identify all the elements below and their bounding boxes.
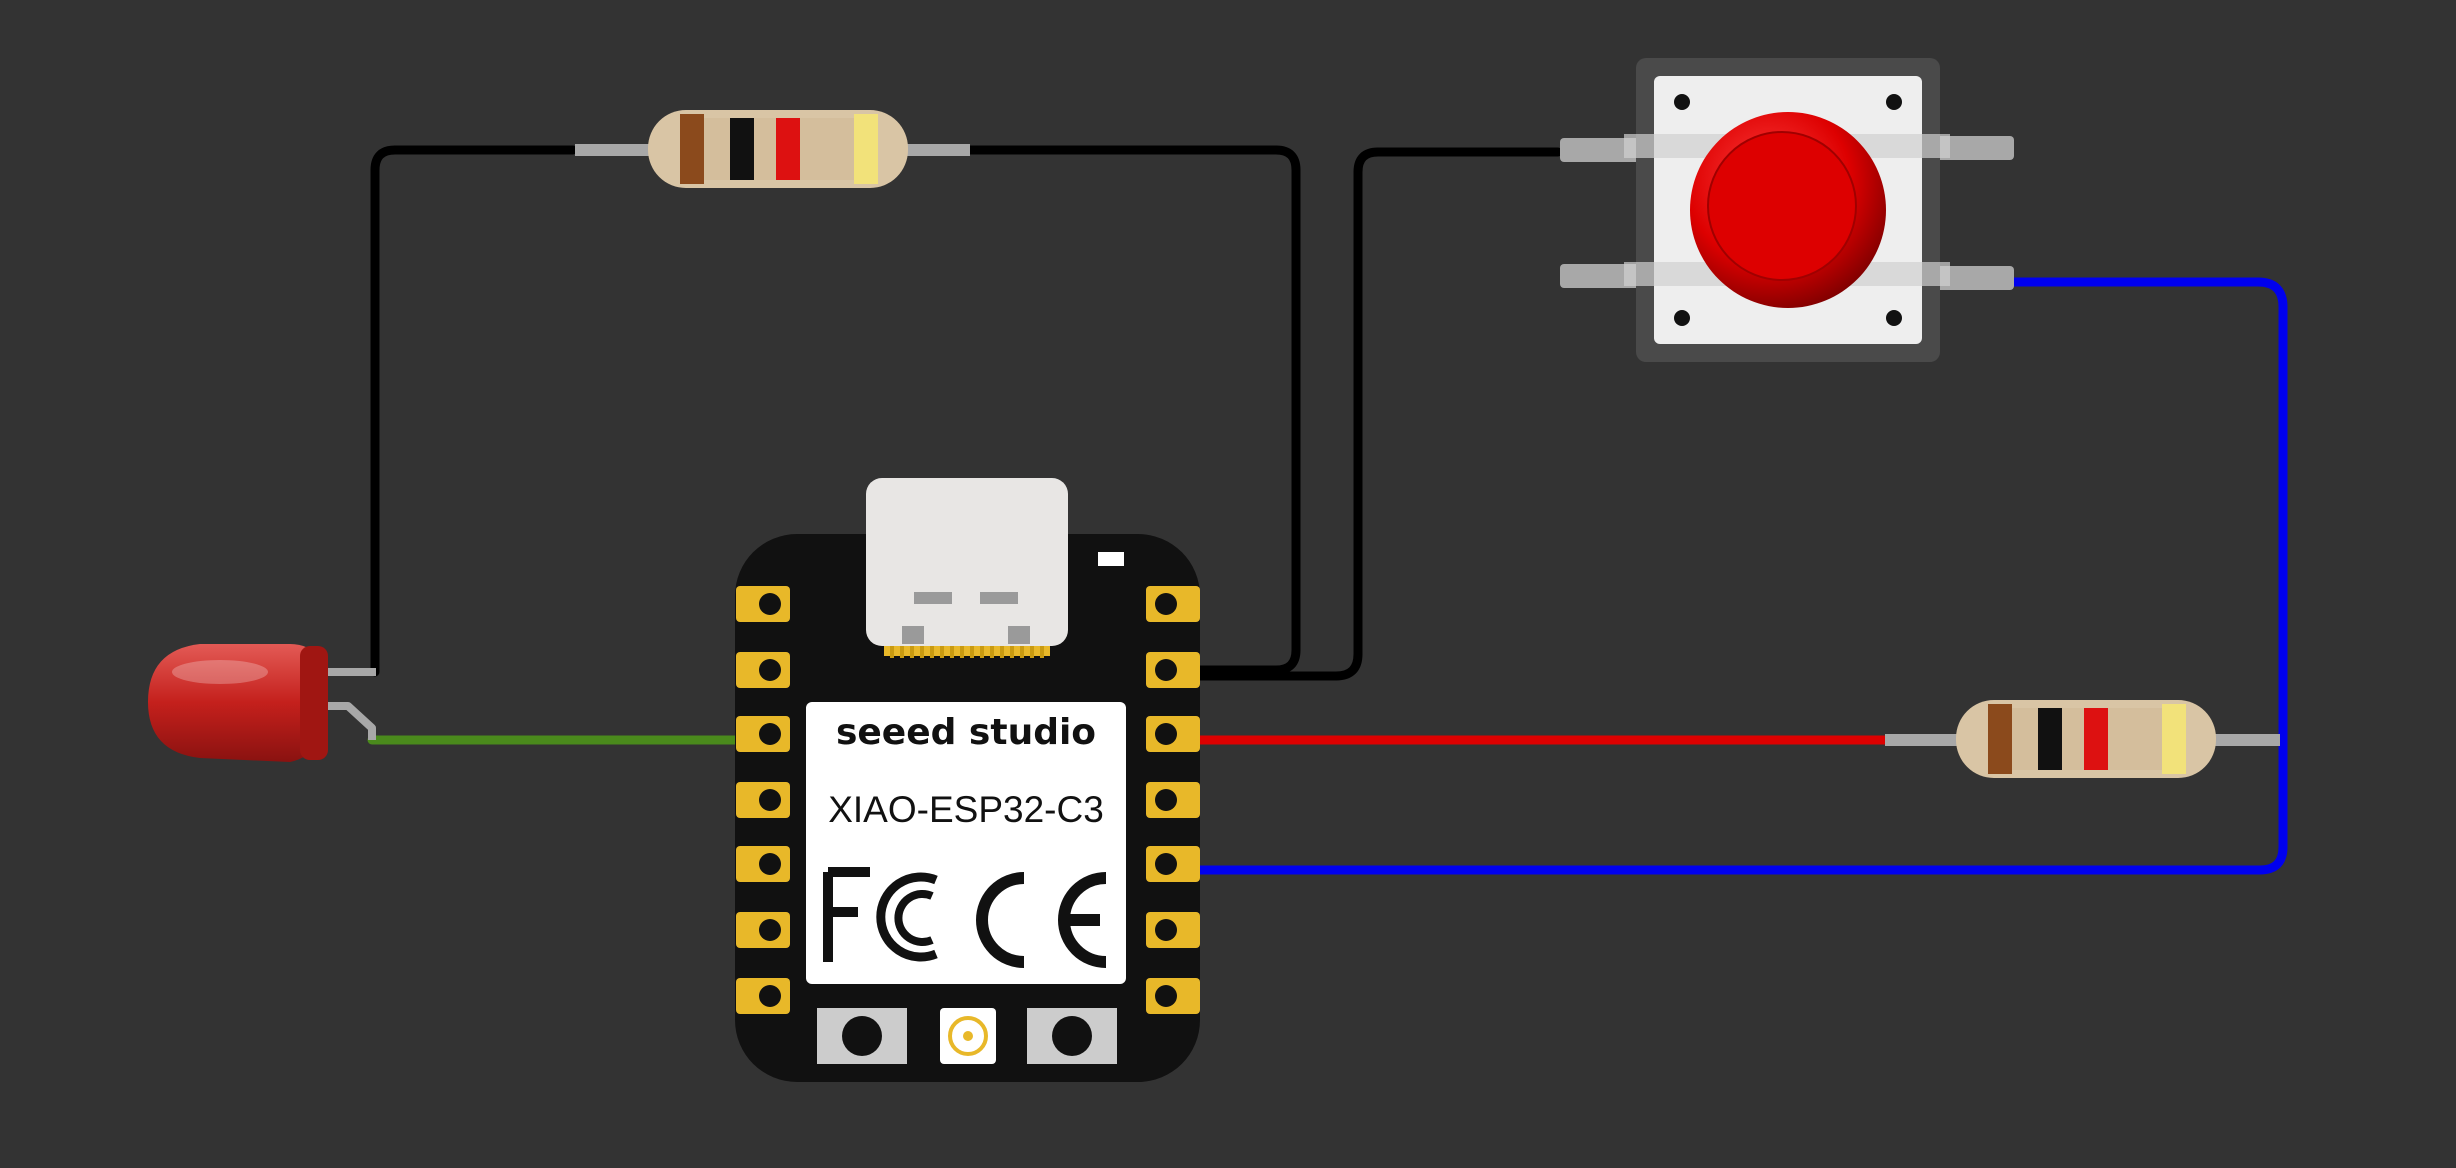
usb-c-shell bbox=[866, 478, 1068, 646]
usb-c-contact-line bbox=[950, 646, 954, 658]
status-led-indicator bbox=[1098, 552, 1124, 566]
button-corner-dot bbox=[1674, 94, 1690, 110]
resistor-band bbox=[2084, 708, 2108, 770]
button-corner-dot bbox=[1886, 94, 1902, 110]
bottom-pad-left-hole bbox=[842, 1016, 882, 1056]
board-pin-hole bbox=[1155, 593, 1177, 615]
resistor-r1-bands bbox=[680, 114, 878, 184]
usb-c-slot bbox=[980, 592, 1018, 604]
antenna-ring bbox=[948, 1016, 988, 1056]
board-pin-hole bbox=[759, 593, 781, 615]
usb-c-contact-lines bbox=[890, 646, 1044, 658]
bottom-pad-right-hole bbox=[1052, 1016, 1092, 1056]
wire-led-anode-to-r1[interactable] bbox=[370, 145, 578, 677]
push-button[interactable] bbox=[1560, 58, 2014, 362]
button-leg-bottom-right bbox=[1934, 266, 2014, 290]
model-text: XIAO-ESP32-C3 bbox=[828, 789, 1104, 830]
board-pin-hole bbox=[759, 789, 781, 811]
resistor-r2-bands bbox=[1988, 704, 2186, 774]
usb-c-contact-line bbox=[970, 646, 974, 658]
usb-c-contact-line bbox=[890, 646, 894, 658]
led-cathode-leg bbox=[318, 702, 376, 740]
usb-c-connector[interactable] bbox=[866, 478, 1068, 658]
led-highlight bbox=[172, 660, 268, 684]
resistor-band bbox=[2038, 708, 2062, 770]
wire-board-to-button[interactable] bbox=[1153, 147, 1563, 681]
led-body bbox=[148, 644, 328, 762]
board-pin-hole bbox=[759, 659, 781, 681]
board-left-pads bbox=[736, 586, 790, 1014]
resistor-r1[interactable] bbox=[575, 110, 970, 188]
usb-c-contact-line bbox=[940, 646, 944, 658]
usb-c-contact-line bbox=[1030, 646, 1034, 658]
ce-mark bbox=[976, 872, 1107, 968]
resistor-band bbox=[680, 114, 704, 184]
fc-mark bbox=[823, 867, 938, 962]
board-pin-hole bbox=[759, 985, 781, 1007]
wires bbox=[367, 145, 2288, 875]
xiao-board[interactable]: seeed studio XIAO-ESP32-C3 bbox=[735, 478, 1200, 1082]
led[interactable] bbox=[148, 644, 376, 762]
button-corner-dot bbox=[1674, 310, 1690, 326]
usb-c-contact-line bbox=[900, 646, 904, 658]
button-cap-inner bbox=[1707, 131, 1857, 281]
usb-c-contact-line bbox=[910, 646, 914, 658]
usb-c-contact-line bbox=[1010, 646, 1014, 658]
usb-c-tab bbox=[902, 626, 924, 644]
button-leg-top-left bbox=[1560, 138, 1640, 162]
button-corner-dot bbox=[1886, 310, 1902, 326]
usb-c-contact-line bbox=[960, 646, 964, 658]
antenna-center bbox=[963, 1031, 973, 1041]
led-flange bbox=[300, 646, 328, 760]
usb-c-contact-line bbox=[1040, 646, 1044, 658]
board-pin-hole bbox=[759, 919, 781, 941]
resistor-r2[interactable] bbox=[1885, 700, 2280, 778]
resistor-band bbox=[2162, 704, 2186, 774]
usb-c-contact-line bbox=[930, 646, 934, 658]
resistor-band bbox=[776, 118, 800, 180]
button-leg-top-right bbox=[1934, 136, 2014, 160]
board-pin-hole bbox=[1155, 659, 1177, 681]
usb-c-contact-line bbox=[920, 646, 924, 658]
wire-button-to-board[interactable] bbox=[1153, 277, 2288, 875]
wire-r1-to-board[interactable] bbox=[965, 145, 1301, 675]
button-leg-bottom-left bbox=[1560, 264, 1640, 288]
board-right-pads bbox=[1146, 586, 1200, 1014]
usb-c-contact-line bbox=[1000, 646, 1004, 658]
board-pin-hole bbox=[1155, 789, 1177, 811]
brand-text: seeed studio bbox=[836, 712, 1096, 753]
resistor-band bbox=[854, 114, 878, 184]
board-pin-hole bbox=[1155, 985, 1177, 1007]
board-pin-hole bbox=[1155, 853, 1177, 875]
board-pin-hole bbox=[759, 723, 781, 745]
board-pin-hole bbox=[1155, 723, 1177, 745]
usb-c-slot bbox=[914, 592, 952, 604]
usb-c-contact-line bbox=[980, 646, 984, 658]
usb-c-contact-line bbox=[1020, 646, 1024, 658]
board-label bbox=[806, 702, 1126, 984]
resistor-band bbox=[730, 118, 754, 180]
board-pin-hole bbox=[1155, 919, 1177, 941]
resistor-band bbox=[1988, 704, 2012, 774]
board-pin-hole bbox=[759, 853, 781, 875]
usb-c-tab bbox=[1008, 626, 1030, 644]
usb-c-contact-line bbox=[990, 646, 994, 658]
